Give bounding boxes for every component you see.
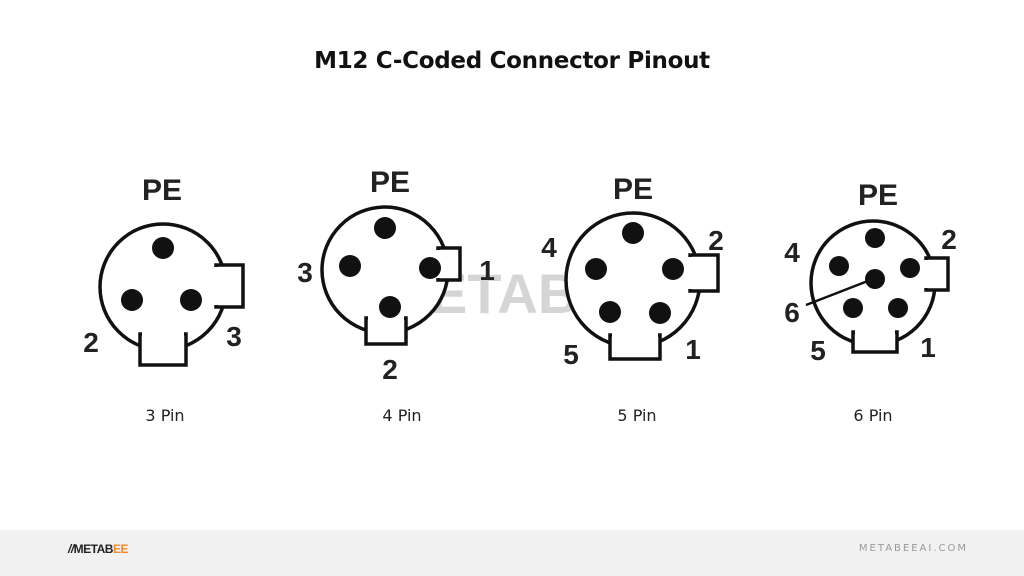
pins <box>121 237 202 311</box>
pins <box>829 228 920 318</box>
connector-5-pin <box>564 211 720 361</box>
page-title: M12 C-Coded Connector Pinout <box>314 48 710 74</box>
label-pe: PE <box>370 166 410 199</box>
label-pe: PE <box>858 179 898 212</box>
caption-4-pin: 4 Pin <box>382 406 422 425</box>
label-pin: 2 <box>708 225 724 256</box>
caption-3-pin: 3 Pin <box>145 406 185 425</box>
label-pin: 5 <box>810 335 826 366</box>
label-pin: 4 <box>541 232 557 263</box>
caption-6-pin: 6 Pin <box>853 406 893 425</box>
label-pin: 5 <box>563 339 579 370</box>
label-pe: PE <box>142 174 182 207</box>
label-pin: 2 <box>382 354 398 385</box>
label-pin: 3 <box>297 257 313 288</box>
connector-4-pin <box>320 205 462 346</box>
label-pin: 1 <box>920 332 936 363</box>
connector-6-pin <box>805 219 950 354</box>
pinout-diagram: ETAB EE PE 2 3 PE 3 1 2 <box>83 166 957 385</box>
website-text: METABEEAI.COM <box>858 543 968 554</box>
label-pin: 2 <box>941 224 957 255</box>
label-pe: PE <box>613 173 653 206</box>
pins <box>339 217 441 318</box>
label-pin: 6 <box>784 297 800 328</box>
label-pin: 1 <box>685 334 701 365</box>
label-pin: 1 <box>479 255 495 286</box>
label-pin: 4 <box>784 237 800 268</box>
pins <box>585 222 684 324</box>
footer: //METABEE METABEEAI.COM <box>0 530 1024 576</box>
label-pin: 3 <box>226 321 242 352</box>
label-pin: 2 <box>83 327 99 358</box>
logo: //METABEE <box>68 542 128 556</box>
connector-3-pin <box>98 222 245 367</box>
caption-5-pin: 5 Pin <box>617 406 657 425</box>
